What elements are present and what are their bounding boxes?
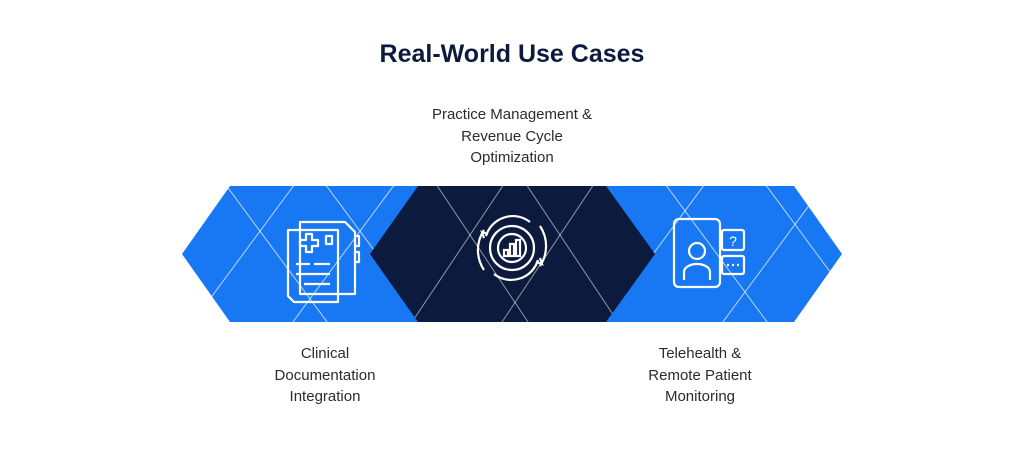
label-line: Practice Management & bbox=[431, 106, 593, 123]
label-line: Integration bbox=[289, 388, 361, 405]
label-practice-management: Practice Management & Revenue Cycle Opti… bbox=[392, 104, 632, 169]
label-line: Optimization bbox=[470, 149, 554, 166]
hexagon-practice-management bbox=[370, 186, 655, 322]
label-clinical-documentation: Clinical Documentation Integration bbox=[205, 343, 445, 408]
label-line: Telehealth & bbox=[658, 345, 742, 362]
label-telehealth: Telehealth & Remote Patient Monitoring bbox=[580, 343, 820, 408]
medical-documents-icon bbox=[286, 220, 361, 304]
label-line: Clinical bbox=[300, 345, 350, 362]
label-line: Documentation bbox=[274, 366, 376, 384]
svg-text:?: ? bbox=[729, 233, 737, 249]
label-line: Monitoring bbox=[664, 388, 736, 405]
label-line: Revenue Cycle bbox=[461, 127, 563, 145]
label-line: Remote Patient bbox=[648, 366, 752, 384]
telehealth-phone-doctor-icon: ? bbox=[672, 217, 746, 289]
gear-chart-cycle-icon bbox=[476, 215, 548, 281]
page-title: Real-World Use Cases bbox=[379, 40, 645, 68]
